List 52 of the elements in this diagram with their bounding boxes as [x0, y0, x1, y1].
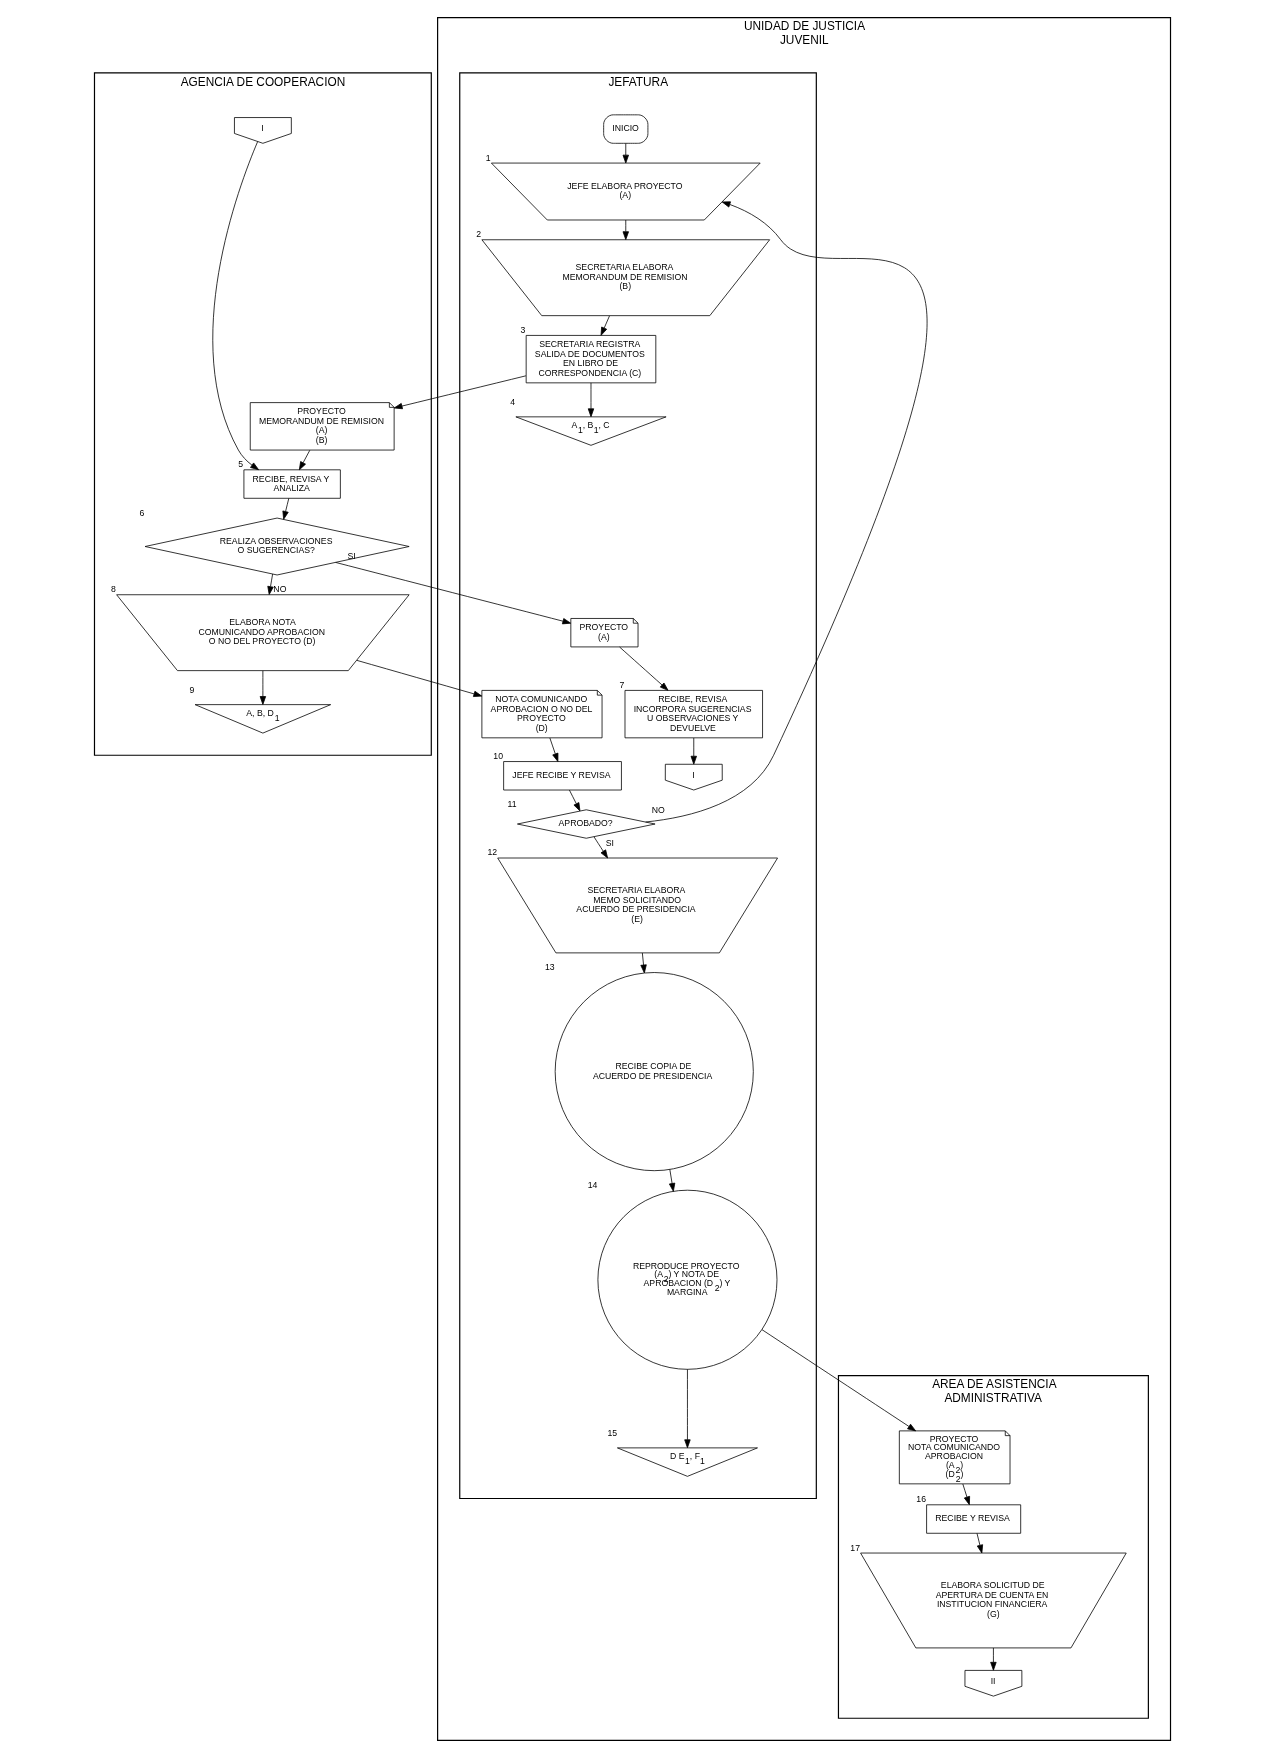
node-label: 2 — [476, 229, 482, 240]
arrow — [619, 646, 669, 691]
node-label: 8 — [111, 584, 116, 595]
edge-label: SI — [347, 550, 356, 561]
arrow — [393, 375, 527, 410]
edge-label: SI — [605, 837, 615, 848]
arrow — [356, 660, 483, 697]
node-label: 14 — [587, 1179, 598, 1190]
arrow — [593, 836, 608, 859]
arrow — [962, 1483, 971, 1506]
node-label: 11 — [507, 799, 517, 810]
node-label: 6 — [139, 507, 145, 518]
arrow — [976, 1532, 984, 1554]
node-label: 4 — [510, 396, 515, 407]
arrow — [622, 219, 629, 240]
arrow — [587, 382, 595, 418]
arrow — [668, 1168, 676, 1192]
edge-label: NO — [273, 583, 287, 594]
arrow — [259, 670, 267, 705]
node-label: 9 — [189, 684, 195, 695]
node-circle: RECIBE COPIA DE ACUERDO DE PRESIDENCIA — [554, 972, 754, 1172]
arrow — [549, 737, 559, 762]
arrow — [298, 449, 311, 471]
node-box: INICIO — [603, 114, 649, 144]
arrow — [282, 497, 290, 520]
arrow — [600, 315, 610, 336]
node-box: SECRETARIA REGISTRA SALIDA DE DOCUMENTOS EN LIBRO DE CORRESPONDENCIA (C) — [525, 335, 657, 384]
node-label: 17 — [850, 1542, 860, 1553]
arrow — [761, 1329, 917, 1432]
arrow — [622, 142, 629, 164]
node-label: 15 — [607, 1427, 618, 1438]
arrow — [690, 737, 697, 765]
node-label: 3 — [520, 324, 526, 335]
node-label: 12 — [487, 847, 498, 858]
arrow — [569, 789, 581, 812]
node-label: 1 — [485, 152, 491, 163]
arrow — [645, 201, 927, 823]
node-label: 16 — [916, 1494, 926, 1505]
arrow — [684, 1368, 691, 1449]
arrow — [267, 573, 274, 595]
node-box: RECIBE, REVISA INCORPORA SUGERENCIAS U OBSERVACIONES Y DEVUELVE — [624, 690, 763, 739]
node-box: RECIBE Y REVISA — [926, 1504, 1022, 1534]
arrow — [990, 1647, 997, 1671]
node-label: 13 — [545, 962, 555, 973]
node-label: 5 — [238, 459, 244, 470]
arrow — [640, 952, 647, 974]
arrow — [212, 141, 259, 471]
arrow — [335, 562, 572, 625]
node-box: JEFE RECIBE Y REVISA — [503, 761, 622, 791]
node-label: 10 — [493, 751, 504, 762]
node-box: RECIBE, REVISA Y ANALIZA — [243, 469, 341, 499]
node-label: 7 — [619, 679, 625, 690]
